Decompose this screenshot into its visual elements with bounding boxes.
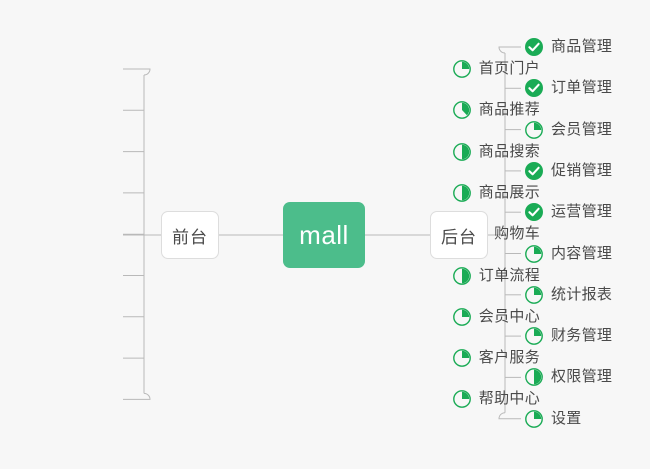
left-branch-8	[123, 392, 151, 400]
pie-progress-icon	[452, 183, 471, 202]
right-branch-0	[498, 46, 521, 54]
right-branch-9	[498, 412, 521, 420]
check-circle-icon	[525, 79, 543, 98]
leaf-item-label: 商品搜索	[478, 142, 540, 160]
pie-progress-icon	[525, 120, 543, 139]
check-circle-icon	[525, 161, 543, 180]
pie-progress-icon	[525, 327, 543, 345]
left-branch-0	[123, 68, 151, 76]
leaf-item-label: 会员中心	[478, 307, 540, 325]
leaf-item-label: 首页门户	[478, 60, 540, 77]
pie-progress-icon	[525, 285, 543, 304]
leaf-item-left-5[interactable]: 订单流程	[452, 263, 540, 289]
leaf-item-label: 商品管理	[551, 38, 613, 55]
pie-progress-icon	[452, 60, 471, 78]
leaf-item-left-2[interactable]: 商品搜索	[452, 139, 540, 165]
leaf-item-label: 运营管理	[551, 203, 613, 221]
pie-progress-icon	[452, 142, 471, 161]
check-circle-icon	[525, 203, 543, 222]
leaf-item-label: 促销管理	[551, 161, 613, 179]
leaf-item-label: 商品展示	[478, 183, 540, 201]
leaf-item-label: 会员管理	[551, 120, 613, 138]
pie-progress-icon	[452, 307, 471, 326]
leaf-item-label: 内容管理	[551, 244, 613, 262]
pie-progress-icon	[452, 266, 471, 285]
leaf-item-left-8[interactable]: 帮助中心	[452, 386, 540, 412]
leaf-item-right-4[interactable]: 运营管理	[524, 199, 612, 225]
leaf-item-label: 客户服务	[478, 349, 540, 367]
leaf-item-label: 订单管理	[551, 79, 613, 97]
leaf-item-right-2[interactable]: 会员管理	[524, 117, 612, 143]
leaf-item-label: 帮助中心	[478, 390, 540, 408]
leaf-item-left-7[interactable]: 客户服务	[452, 345, 540, 371]
root-node-mall[interactable]: mall	[283, 202, 365, 268]
leaf-item-right-8[interactable]: 权限管理	[524, 364, 612, 390]
pie-progress-icon	[525, 409, 543, 428]
leaf-item-left-6[interactable]: 会员中心	[452, 304, 540, 330]
leaf-item-label: 设置	[551, 409, 582, 427]
pie-progress-icon	[452, 101, 471, 120]
leaf-item-right-7[interactable]: 财务管理	[524, 323, 612, 349]
leaf-item-label: 购物车	[494, 225, 540, 243]
pie-progress-icon	[525, 368, 543, 387]
leaf-item-left-3[interactable]: 商品展示	[452, 180, 540, 206]
leaf-item-right-3[interactable]: 促销管理	[524, 158, 612, 184]
leaf-item-left-1[interactable]: 商品推荐	[452, 97, 540, 123]
leaf-item-right-5[interactable]: 内容管理	[524, 241, 612, 267]
leaf-item-right-6[interactable]: 统计报表	[524, 282, 612, 308]
leaf-item-label: 统计报表	[551, 285, 613, 303]
leaf-item-right-1[interactable]: 订单管理	[524, 75, 612, 101]
leaf-item-right-9[interactable]: 设置	[524, 406, 582, 432]
pie-progress-icon	[452, 390, 471, 409]
leaf-item-label: 财务管理	[551, 327, 613, 345]
pie-progress-icon	[452, 349, 471, 367]
leaf-item-label: 商品推荐	[478, 101, 540, 119]
leaf-item-label: 权限管理	[551, 368, 613, 386]
branch-node-back[interactable]: 后台	[430, 211, 488, 259]
leaf-item-right-0[interactable]: 商品管理	[524, 34, 612, 60]
check-circle-icon	[525, 38, 543, 56]
leaf-item-label: 订单流程	[478, 266, 540, 284]
branch-node-front[interactable]: 前台	[161, 211, 219, 259]
leaf-item-left-0[interactable]: 首页门户	[452, 56, 540, 82]
pie-progress-icon	[525, 244, 543, 263]
